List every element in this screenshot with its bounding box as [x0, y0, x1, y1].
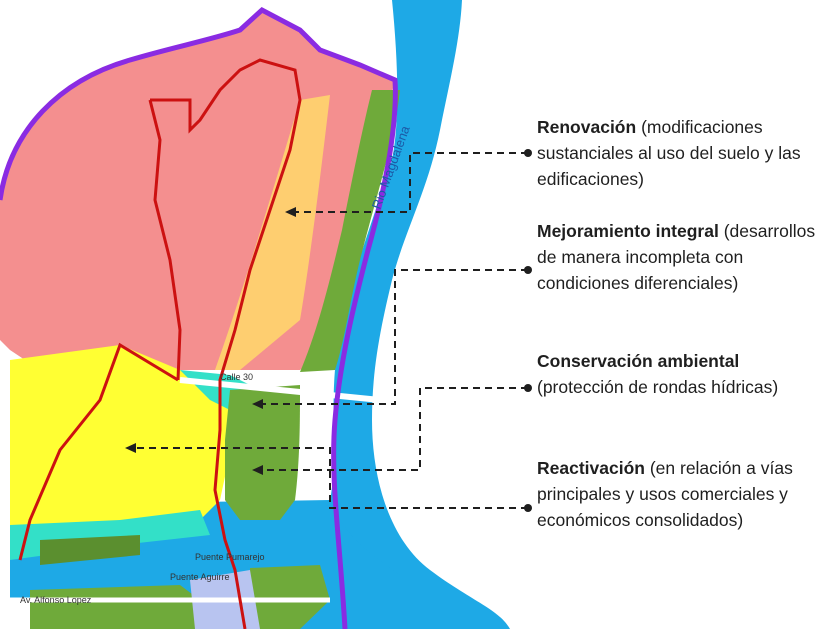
legend-desc: (protección de rondas hídricas) — [537, 377, 779, 397]
leader-dot — [524, 266, 532, 274]
bridge-label-2: Puente Aguirre — [170, 572, 230, 582]
legend-mejoramiento: Mejoramiento integral (desarrollos de ma… — [537, 218, 817, 296]
leader-lines — [135, 152, 528, 509]
leader-arrowheads — [125, 207, 296, 475]
conservacion-zone — [225, 385, 300, 520]
legend-desc: (desarrollos de manera incompleta con co… — [537, 221, 816, 293]
legend-title: Reactivación — [537, 458, 645, 478]
conservacion-bottom — [30, 585, 200, 629]
leader-reactivacion — [135, 447, 528, 509]
leader-mejoramiento — [262, 269, 528, 405]
legend-desc: (modificaciones sustanciales al uso del … — [537, 117, 801, 189]
conservacion-strip — [300, 90, 400, 372]
legend-desc: (en relación a vías principales y usos c… — [537, 458, 793, 530]
reactivacion-corridor — [215, 95, 330, 370]
legend-title: Conservación ambiental — [537, 351, 740, 371]
red-boundary — [18, 58, 302, 629]
leader-dot — [524, 384, 532, 392]
purple-boundary — [0, 6, 398, 629]
legend-reactivacion: Reactivación (en relación a vías princip… — [537, 455, 817, 533]
bridge-label-1: Puente Pumarejo — [195, 552, 265, 562]
arrowhead — [285, 207, 296, 217]
arrowhead — [252, 399, 263, 409]
bridge-road — [179, 377, 381, 403]
arrowhead — [252, 465, 263, 475]
leader-dot — [524, 504, 532, 512]
leader-renovacion — [295, 152, 528, 213]
leader-dots — [524, 149, 532, 512]
arrowhead — [125, 443, 136, 453]
leader-conservacion — [262, 387, 528, 471]
legend-title: Mejoramiento integral — [537, 221, 719, 241]
river — [240, 0, 510, 629]
conservacion-lower — [40, 535, 140, 565]
conservacion-bottom-right — [250, 565, 330, 629]
avenue-label: Av. Alfonso Lopez — [20, 595, 92, 605]
street-label: Calle 30 — [220, 372, 253, 382]
legend-title: Renovación — [537, 117, 637, 137]
legend-conservacion: Conservación ambiental (protección de ro… — [537, 348, 817, 400]
leader-dot — [524, 149, 532, 157]
legend-renovacion: Renovación (modificaciones sustanciales … — [537, 114, 817, 192]
mejoramiento-zone — [10, 345, 235, 530]
